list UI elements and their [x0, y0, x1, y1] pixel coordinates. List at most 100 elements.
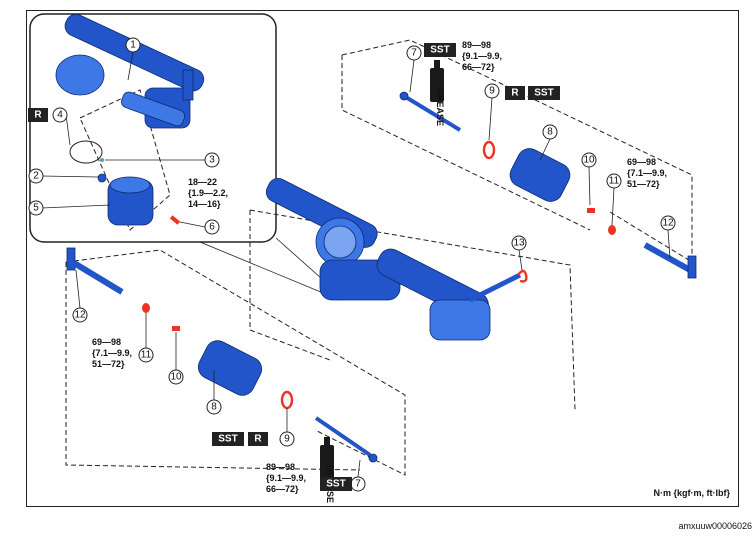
- svg-text:69—98: 69—98: [627, 157, 656, 167]
- torque-spec-left-tie-rod: 89—98 {9.1—9.9, 66—72}: [266, 462, 306, 494]
- torque-spec-left-locknut: 69—98 {7.1—9.9, 51—72}: [92, 337, 132, 369]
- callout-7-right: 7: [406, 45, 422, 93]
- callout-2: 2: [28, 168, 99, 184]
- left-tie-rod-end-12: [66, 247, 124, 295]
- callout-8-left: 8: [206, 370, 222, 415]
- left-locknut-11: [142, 303, 150, 313]
- left-grease-tube: [320, 437, 334, 479]
- right-locknut-11: [608, 225, 616, 235]
- svg-text:7: 7: [355, 479, 361, 490]
- svg-text:9: 9: [489, 86, 495, 97]
- svg-text:4: 4: [57, 110, 63, 121]
- callout-7-left: 7: [350, 459, 366, 492]
- svg-text:{9.1—9.9,: {9.1—9.9,: [462, 51, 502, 61]
- svg-text:12: 12: [662, 218, 674, 229]
- inset-pointer-line-2: [199, 241, 341, 301]
- svg-text:{7.1—9.9,: {7.1—9.9,: [627, 168, 667, 178]
- svg-text:66—72}: 66—72}: [462, 62, 495, 72]
- center-dashed-lower: [249, 210, 331, 361]
- inset-plug-2: [97, 173, 107, 183]
- svg-text:66—72}: 66—72}: [266, 484, 299, 494]
- svg-text:89—98: 89—98: [266, 462, 295, 472]
- callout-9-left: 9: [279, 408, 295, 447]
- left-tie-rod-7: [314, 416, 372, 457]
- svg-text:13: 13: [513, 238, 525, 249]
- torque-units-note: N·m {kgf·m, ft·lbf}: [653, 488, 731, 498]
- torque-spec-right-tie-rod: 89—98 {9.1—9.9, 66—72}: [462, 40, 502, 72]
- callout-5: 5: [28, 200, 111, 216]
- left-clip-10: [172, 326, 180, 331]
- svg-text:SST: SST: [218, 434, 237, 445]
- svg-text:51—72}: 51—72}: [627, 179, 660, 189]
- svg-text:{9.1—9.9,: {9.1—9.9,: [266, 473, 306, 483]
- left-dashed-lower: [65, 262, 361, 471]
- callout-8-right: 8: [539, 124, 558, 161]
- callout-13: 13: [511, 235, 527, 271]
- right-clip-10: [587, 208, 595, 213]
- tag-sst-left-7: SST: [320, 477, 352, 491]
- tag-sst-right-9: SST: [528, 86, 560, 100]
- callout-11-left: 11: [138, 313, 154, 363]
- svg-text:2: 2: [33, 171, 39, 182]
- svg-text:10: 10: [583, 155, 595, 166]
- callout-9-right: 9: [484, 83, 500, 141]
- svg-text:69—98: 69—98: [92, 337, 121, 347]
- center-dashed-outline: [249, 209, 576, 411]
- svg-text:89—98: 89—98: [462, 40, 491, 50]
- svg-text:R: R: [254, 434, 262, 445]
- figure-code: amxuuw00006026: [678, 521, 752, 531]
- callout-12-right: 12: [660, 215, 676, 259]
- left-boot-8: [197, 340, 263, 396]
- svg-text:R: R: [34, 110, 42, 121]
- inset-steering-gear-housing: [55, 13, 205, 129]
- center-steering-gear: [265, 178, 522, 341]
- callout-10-left: 10: [168, 332, 184, 385]
- svg-text:9: 9: [284, 434, 290, 445]
- svg-text:5: 5: [33, 203, 39, 214]
- svg-text:{7.1—9.9,: {7.1—9.9,: [92, 348, 132, 358]
- left-boot-clamp-9: [280, 390, 294, 410]
- svg-text:SST: SST: [534, 88, 553, 99]
- svg-text:6: 6: [209, 222, 215, 233]
- svg-text:18—22: 18—22: [188, 177, 217, 187]
- tag-r-left-9: R: [248, 432, 268, 446]
- callout-4: 4: [52, 107, 71, 146]
- tag-sst-left-9: SST: [212, 432, 244, 446]
- right-boot-clamp-9: [482, 140, 496, 160]
- torque-spec-right-locknut: 69—98 {7.1—9.9, 51—72}: [627, 157, 667, 189]
- svg-text:7: 7: [411, 48, 417, 59]
- figure-frame: [26, 10, 739, 507]
- right-grease-tube: [430, 60, 444, 102]
- svg-text:3: 3: [209, 155, 215, 166]
- tag-r-right-9: R: [505, 86, 525, 100]
- right-tie-rod-end-12: [643, 242, 697, 279]
- inset-spring-3: [100, 158, 104, 162]
- inset-o-ring-4: [69, 140, 103, 164]
- svg-text:R: R: [511, 88, 519, 99]
- callout-3: 3: [105, 152, 220, 168]
- torque-spec-pinion-plug: 18—22 {1.9—2.2, 14—16}: [188, 177, 228, 209]
- callout-1: 1: [125, 37, 141, 81]
- svg-text:11: 11: [141, 350, 152, 361]
- svg-text:{1.9—2.2,: {1.9—2.2,: [188, 188, 228, 198]
- svg-text:10: 10: [170, 372, 182, 383]
- tag-sst-right-7: SST: [424, 43, 456, 57]
- svg-text:12: 12: [74, 310, 86, 321]
- tag-r-inset: R: [28, 108, 48, 122]
- svg-text:8: 8: [547, 127, 553, 138]
- inset-dashed-outline: [79, 89, 171, 231]
- callout-12-left: 12: [72, 269, 88, 323]
- svg-text:SST: SST: [326, 479, 345, 490]
- svg-text:8: 8: [211, 402, 217, 413]
- svg-text:1: 1: [130, 40, 136, 51]
- inset-motor-5: [107, 176, 154, 226]
- callout-6: 6: [179, 219, 220, 235]
- inset-locknut-6: [169, 215, 181, 225]
- right-dashed-lower: [341, 55, 591, 231]
- callout-10-right: 10: [581, 152, 597, 206]
- svg-text:SST: SST: [430, 45, 449, 56]
- svg-text:14—16}: 14—16}: [188, 199, 221, 209]
- callout-11-right: 11: [606, 173, 622, 226]
- right-dashed-outline: [341, 39, 693, 263]
